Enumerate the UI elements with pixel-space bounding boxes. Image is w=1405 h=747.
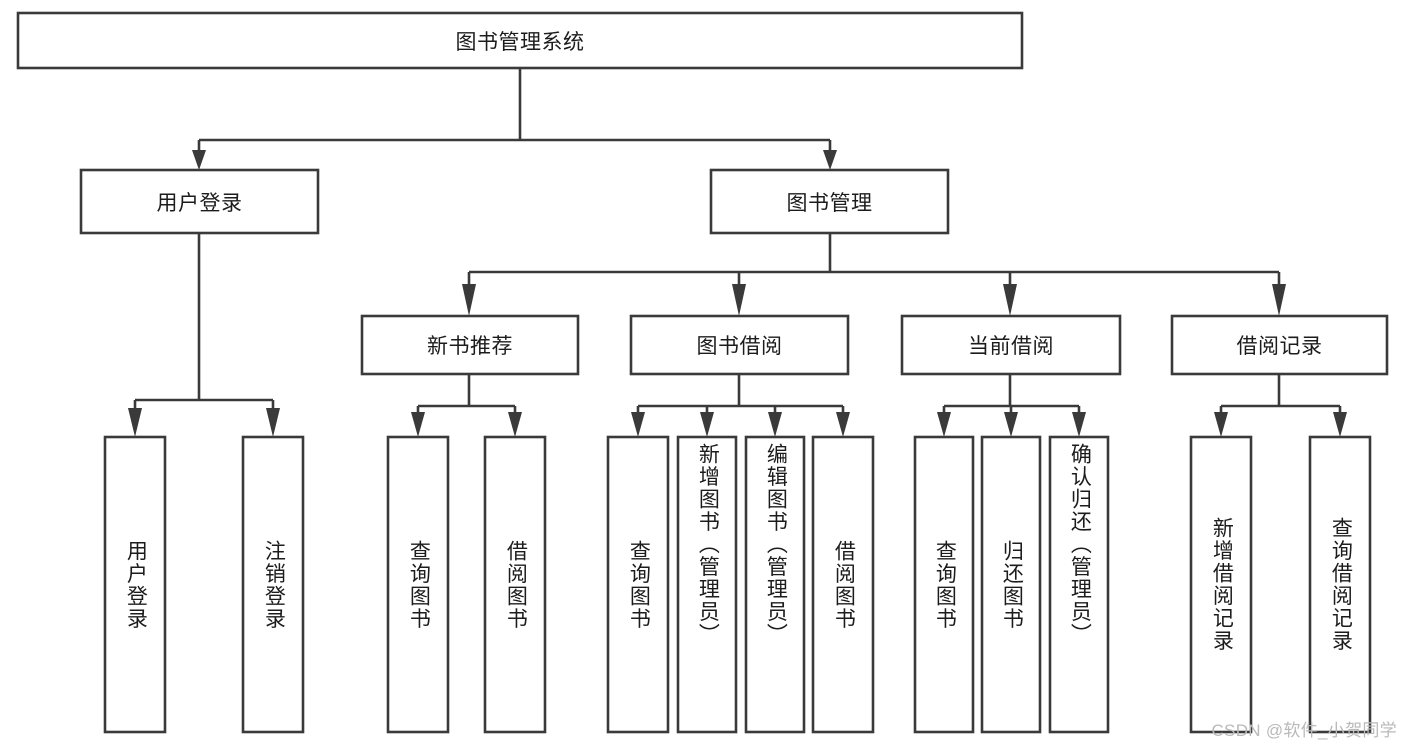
arrowhead-current-leaf-3 [1072, 412, 1086, 437]
arrowhead-current-leaf-2 [1004, 412, 1018, 437]
connectors-bookmgmt-to-level3 [462, 233, 1286, 316]
node-box-leaf-6[interactable] [744, 435, 806, 734]
node-box-leaf-3[interactable] [483, 435, 547, 734]
node-box-leaf-1[interactable] [241, 435, 305, 734]
node-box-borrow-record[interactable] [1170, 314, 1389, 376]
arrowhead-borrow [732, 284, 746, 316]
node-box-leaf-4[interactable] [606, 435, 670, 734]
connectors-root-to-level2 [192, 68, 837, 170]
node-box-root[interactable] [16, 11, 1024, 70]
arrowhead-book-mgmt [823, 150, 837, 170]
connectors-borrow-to-leaves [631, 374, 850, 437]
connectors-current-to-leaves [937, 374, 1086, 437]
connectors-record-to-leaves [1214, 374, 1347, 437]
arrowhead-borrow-leaf-2 [700, 412, 714, 437]
node-box-current-borrow[interactable] [900, 314, 1122, 376]
connectors-userlogin-to-leaves [128, 233, 280, 437]
arrowhead-current-leaf-1 [937, 412, 951, 437]
node-box-leaf-0[interactable] [103, 435, 167, 734]
node-box-leaf-12[interactable] [1308, 435, 1372, 734]
node-box-book-borrow[interactable] [629, 314, 850, 376]
arrowhead-newbook [462, 284, 476, 316]
arrowhead-borrow-leaf-3 [768, 412, 782, 437]
node-box-new-book-recommend[interactable] [360, 314, 580, 376]
arrowhead-user-login [192, 150, 206, 170]
connectors-newbook-to-leaves [411, 374, 522, 437]
arrowhead-record-leaf-2 [1333, 412, 1347, 437]
node-box-leaf-10[interactable] [1048, 435, 1110, 734]
arrowhead-leaf-userlogin [128, 408, 142, 437]
arrowhead-record-leaf-1 [1214, 412, 1228, 437]
arrowhead-borrow-leaf-4 [836, 412, 850, 437]
arrowhead-record [1272, 284, 1286, 316]
arrowhead-borrow-leaf-1 [631, 412, 645, 437]
node-box-leaf-9[interactable] [980, 435, 1042, 734]
node-box-leaf-11[interactable] [1189, 435, 1253, 734]
node-box-leaf-7[interactable] [811, 435, 875, 734]
node-box-user-login[interactable] [79, 168, 320, 235]
arrowhead-newbook-leaf-2 [508, 412, 522, 437]
arrowhead-leaf-logout [266, 408, 280, 437]
node-box-leaf-8[interactable] [913, 435, 975, 734]
arrowhead-newbook-leaf-1 [411, 412, 425, 437]
node-box-book-management[interactable] [709, 168, 950, 235]
node-box-leaf-5[interactable] [676, 435, 738, 734]
csdn-watermark: CSDN @软件_小贺同学 [1211, 721, 1397, 740]
node-box-leaf-2[interactable] [386, 435, 450, 734]
arrowhead-current [1003, 284, 1017, 316]
